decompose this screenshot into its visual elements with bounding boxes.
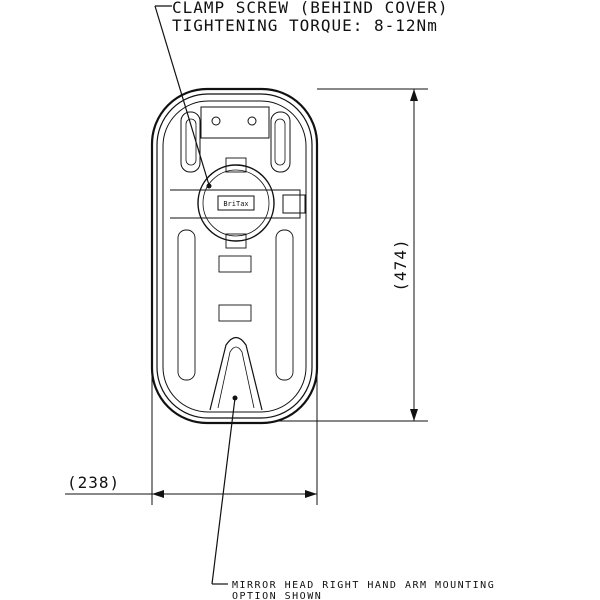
height-dimension-label: (474) <box>391 238 410 291</box>
mount-note-line2: OPTION SHOWN <box>232 591 322 600</box>
clamp-screw-point <box>206 183 212 189</box>
mount-leader-line <box>211 397 236 585</box>
mount-note-line1: MIRROR HEAD RIGHT HAND ARM MOUNTING <box>232 580 495 591</box>
width-dimension: (238) <box>65 308 318 505</box>
mirror-housing: BriTax <box>150 87 319 425</box>
torque-label: TIGHTENING TORQUE: 8-12Nm <box>172 16 438 35</box>
clamp-screw-label: CLAMP SCREW (BEHIND COVER) <box>172 0 448 17</box>
height-dimension: (474) <box>276 88 428 422</box>
logo-text: BriTax <box>223 200 248 208</box>
width-dimension-label: (238) <box>67 473 120 492</box>
